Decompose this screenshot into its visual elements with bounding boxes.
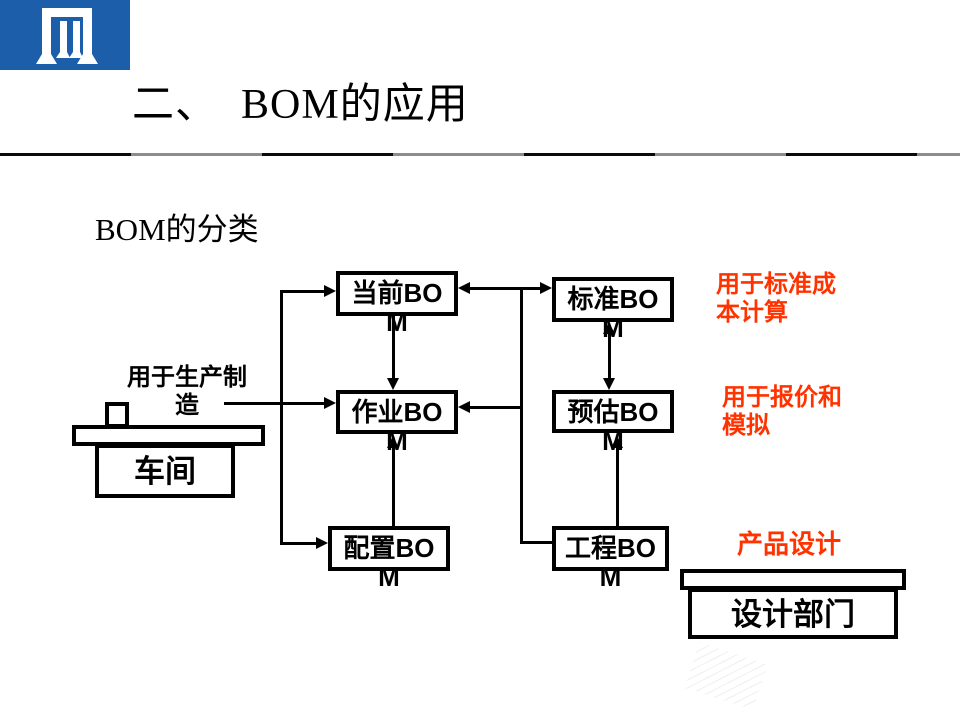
connector-to-engineering-bom [520, 541, 554, 544]
arrowhead-into-operation-bom-left [324, 397, 336, 409]
section-label: BOM的分类 [95, 212, 259, 247]
connector-workshop-to-operation-bom [224, 402, 326, 405]
box-engineering-bom: 工程BOM [552, 526, 669, 592]
connector-to-config-bom [280, 542, 318, 545]
workshop-roof-shape [72, 425, 265, 446]
design-dept-label-box: 设计部门 [688, 588, 898, 639]
arrowhead-into-current-bom [324, 285, 336, 297]
box-standard-bom: 标准BOM [552, 277, 674, 343]
watermark [684, 642, 768, 710]
connector-current-standard [468, 287, 542, 290]
arrowhead-into-operation-bom-bottom [387, 436, 399, 448]
page-title: 二、 BOM的应用 [132, 82, 469, 128]
arrowhead-into-config-bom [316, 537, 328, 549]
arrowhead-into-operation-bom-top [387, 378, 399, 390]
arrowhead-into-standard-bom [540, 282, 552, 294]
connector-to-current-bom [280, 290, 326, 293]
connector-config-to-operation [392, 446, 395, 526]
connector-to-operation-right [468, 406, 522, 409]
title-divider [0, 153, 960, 156]
box-current-bom: 当前BOM [336, 271, 458, 337]
connector-middle-vertical [520, 288, 523, 544]
arrowhead-into-current-bom-right [458, 282, 470, 294]
annotation-production: 用于生产制造 [127, 364, 247, 419]
connector-standard-estimate [608, 332, 611, 380]
logo-gate-icon [36, 8, 98, 64]
annotation-product-design: 产品设计 [737, 529, 842, 559]
connector-current-to-operation [392, 316, 395, 380]
workshop-label-box: 车间 [95, 444, 235, 498]
annotation-standard-cost: 用于标准成本计算 [716, 271, 836, 326]
connector-left-vertical [280, 290, 283, 545]
connector-engineering-to-estimate [616, 446, 619, 526]
box-config-bom: 配置BOM [328, 526, 450, 592]
arrowhead-into-estimate-bom-top [603, 378, 615, 390]
company-logo [0, 0, 130, 70]
box-estimate-bom: 预估BOM [552, 390, 674, 456]
box-operation-bom: 作业BOM [336, 390, 458, 456]
arrowhead-into-operation-bom-right [458, 401, 470, 413]
arrowhead-into-standard-bom-bottom [603, 322, 615, 334]
design-dept-roof-shape [680, 569, 906, 590]
arrowhead-into-estimate-bom-bottom [611, 436, 623, 448]
annotation-quote-simulation: 用于报价和模拟 [722, 384, 842, 439]
